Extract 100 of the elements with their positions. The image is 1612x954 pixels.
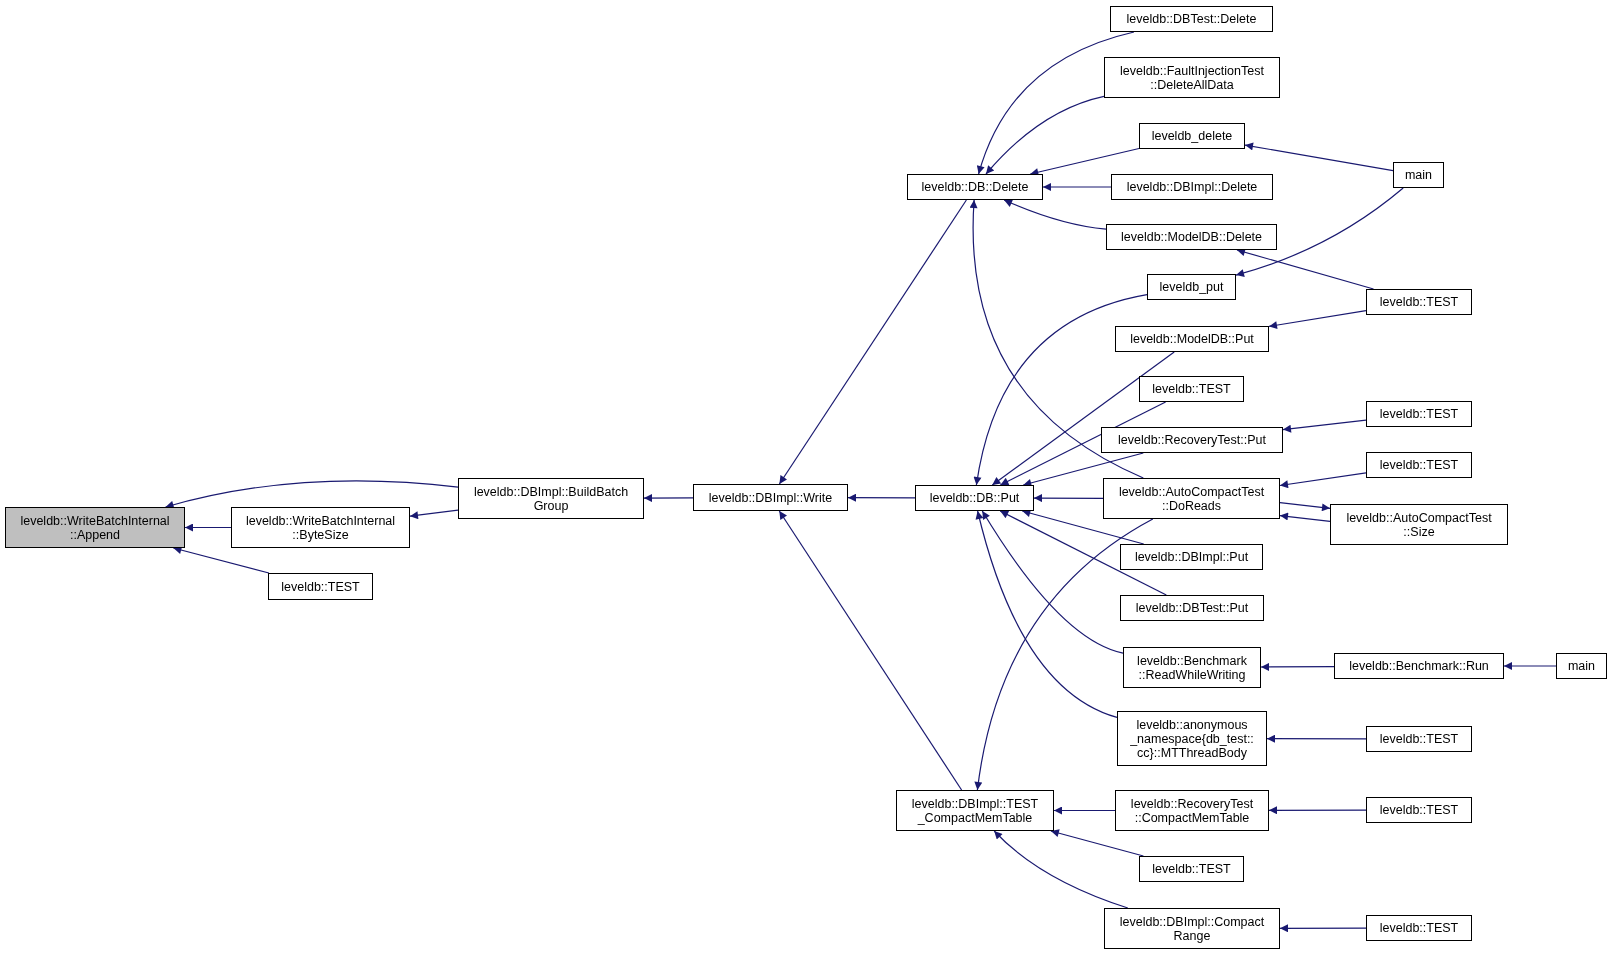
call-arrow	[973, 294, 1148, 486]
function-box	[1117, 711, 1267, 766]
call-arrow	[999, 401, 1167, 486]
function-name: leveldb::DBImpl::TEST _CompactMemTable	[910, 796, 1040, 825]
function-box	[1103, 478, 1280, 519]
function-name: leveldb::ModelDB::Put	[1130, 332, 1254, 346]
function-name: leveldb::AutoCompactTest ::Size	[1345, 510, 1493, 539]
function-name: leveldb::TEST	[281, 579, 360, 594]
function-name: leveldb::DBTest::Put	[1135, 601, 1249, 615]
function-name: leveldb::anonymous _namespace{db_test:: cc}::MTThreadBody	[1129, 717, 1255, 760]
call-arrow	[1236, 248, 1375, 290]
function-name: main	[1567, 659, 1596, 673]
function-box	[1104, 908, 1280, 949]
function-box	[1366, 915, 1472, 941]
function-box	[1366, 289, 1472, 315]
call-arrow	[1279, 512, 1331, 522]
call-arrow	[981, 510, 1124, 654]
call-arrow	[184, 523, 232, 532]
function-box	[1393, 162, 1444, 188]
function-name: leveldb::DBImpl::BuildBatch Group	[472, 484, 630, 513]
call-arrow	[999, 510, 1167, 596]
call-arrow	[1268, 310, 1367, 330]
call-arrow	[1042, 183, 1112, 191]
call-arrow	[1279, 924, 1367, 933]
call-arrow	[1268, 806, 1367, 815]
function-box	[1330, 504, 1508, 545]
function-box	[231, 507, 410, 548]
function-name: leveldb::DBTest::Delete	[1126, 12, 1257, 26]
call-arrow	[172, 546, 270, 574]
call-arrow	[778, 199, 967, 485]
call-arrow	[977, 31, 1135, 175]
call-arrow	[1279, 472, 1367, 489]
function-name: leveldb::TEST	[1379, 732, 1459, 746]
function-name: leveldb::FaultInjectionTest ::DeleteAllData	[1119, 63, 1265, 92]
function-name: leveldb::DB::Put	[929, 491, 1020, 505]
function-box	[1147, 274, 1236, 300]
function-name: leveldb::Benchmark ::ReadWhileWriting	[1136, 653, 1248, 682]
function-name: leveldb::TEST	[1379, 458, 1459, 472]
function-box	[1139, 123, 1245, 149]
function-box	[907, 174, 1043, 200]
call-arrow	[1033, 494, 1104, 503]
function-name: leveldb::ModelDB::Delete	[1120, 230, 1262, 244]
function-box	[1139, 856, 1244, 882]
function-name: leveldb::TEST	[1379, 295, 1459, 309]
function-name: leveldb_delete	[1151, 129, 1233, 143]
call-arrow	[165, 480, 459, 509]
call-arrow	[1244, 142, 1394, 172]
call-arrow	[974, 518, 1154, 791]
call-arrow	[1003, 199, 1107, 230]
function-name: leveldb::DBImpl::Delete	[1126, 180, 1258, 194]
function-box	[693, 484, 848, 511]
function-name: leveldb::WriteBatchInternal ::Append	[19, 513, 171, 542]
function-box	[896, 790, 1054, 831]
call-arrow	[975, 510, 1118, 718]
call-arrow	[1022, 452, 1144, 487]
call-arrow	[643, 494, 694, 503]
function-name: leveldb::WriteBatchInternal ::ByteSize	[244, 513, 397, 542]
function-box	[1111, 174, 1273, 200]
function-name: leveldb_put	[1159, 280, 1224, 294]
call-arrow	[1282, 419, 1367, 433]
function-name: leveldb::DBImpl::Put	[1134, 550, 1249, 564]
function-box	[1115, 326, 1269, 352]
call-arrow	[1279, 502, 1331, 512]
function-name: leveldb::TEST	[1379, 803, 1459, 817]
function-name: leveldb::DBImpl::Write	[708, 490, 833, 505]
function-name: leveldb::TEST	[1379, 407, 1459, 421]
call-arrow	[985, 95, 1105, 175]
call-arrow	[778, 510, 963, 791]
function-box	[1556, 653, 1607, 679]
function-name: leveldb::TEST	[1379, 921, 1459, 935]
function-name: leveldb::DBImpl::Compact Range	[1118, 914, 1266, 943]
function-box	[1120, 544, 1263, 570]
function-box	[1120, 595, 1264, 621]
function-name: main	[1404, 168, 1433, 182]
function-name: leveldb::Benchmark::Run	[1349, 659, 1489, 673]
function-box	[1115, 790, 1269, 831]
highlighted-function-box	[5, 507, 185, 548]
function-name: leveldb::RecoveryTest::Put	[1118, 433, 1266, 447]
call-arrow	[409, 509, 459, 520]
call-arrow	[1021, 509, 1145, 545]
function-name: leveldb::TEST	[1152, 382, 1231, 396]
call-arrow	[1260, 662, 1335, 671]
call-arrow	[847, 493, 916, 502]
function-name: leveldb::TEST	[1152, 862, 1231, 876]
call-arrow	[1235, 187, 1404, 277]
function-box	[1104, 57, 1280, 98]
call-arrow	[1266, 734, 1367, 743]
function-box	[268, 573, 373, 600]
function-box	[915, 485, 1034, 511]
call-arrow	[1053, 806, 1116, 815]
call-arrow	[969, 199, 1144, 479]
call-arrow	[1050, 829, 1144, 857]
function-box	[1101, 427, 1283, 453]
call-arrow	[991, 351, 1175, 486]
function-name: leveldb::RecoveryTest ::CompactMemTable	[1129, 796, 1255, 825]
function-box	[1139, 376, 1244, 402]
call-arrow	[1503, 662, 1557, 670]
function-name: leveldb::DB::Delete	[921, 180, 1029, 194]
function-box	[1123, 647, 1261, 688]
function-box	[1110, 6, 1273, 32]
